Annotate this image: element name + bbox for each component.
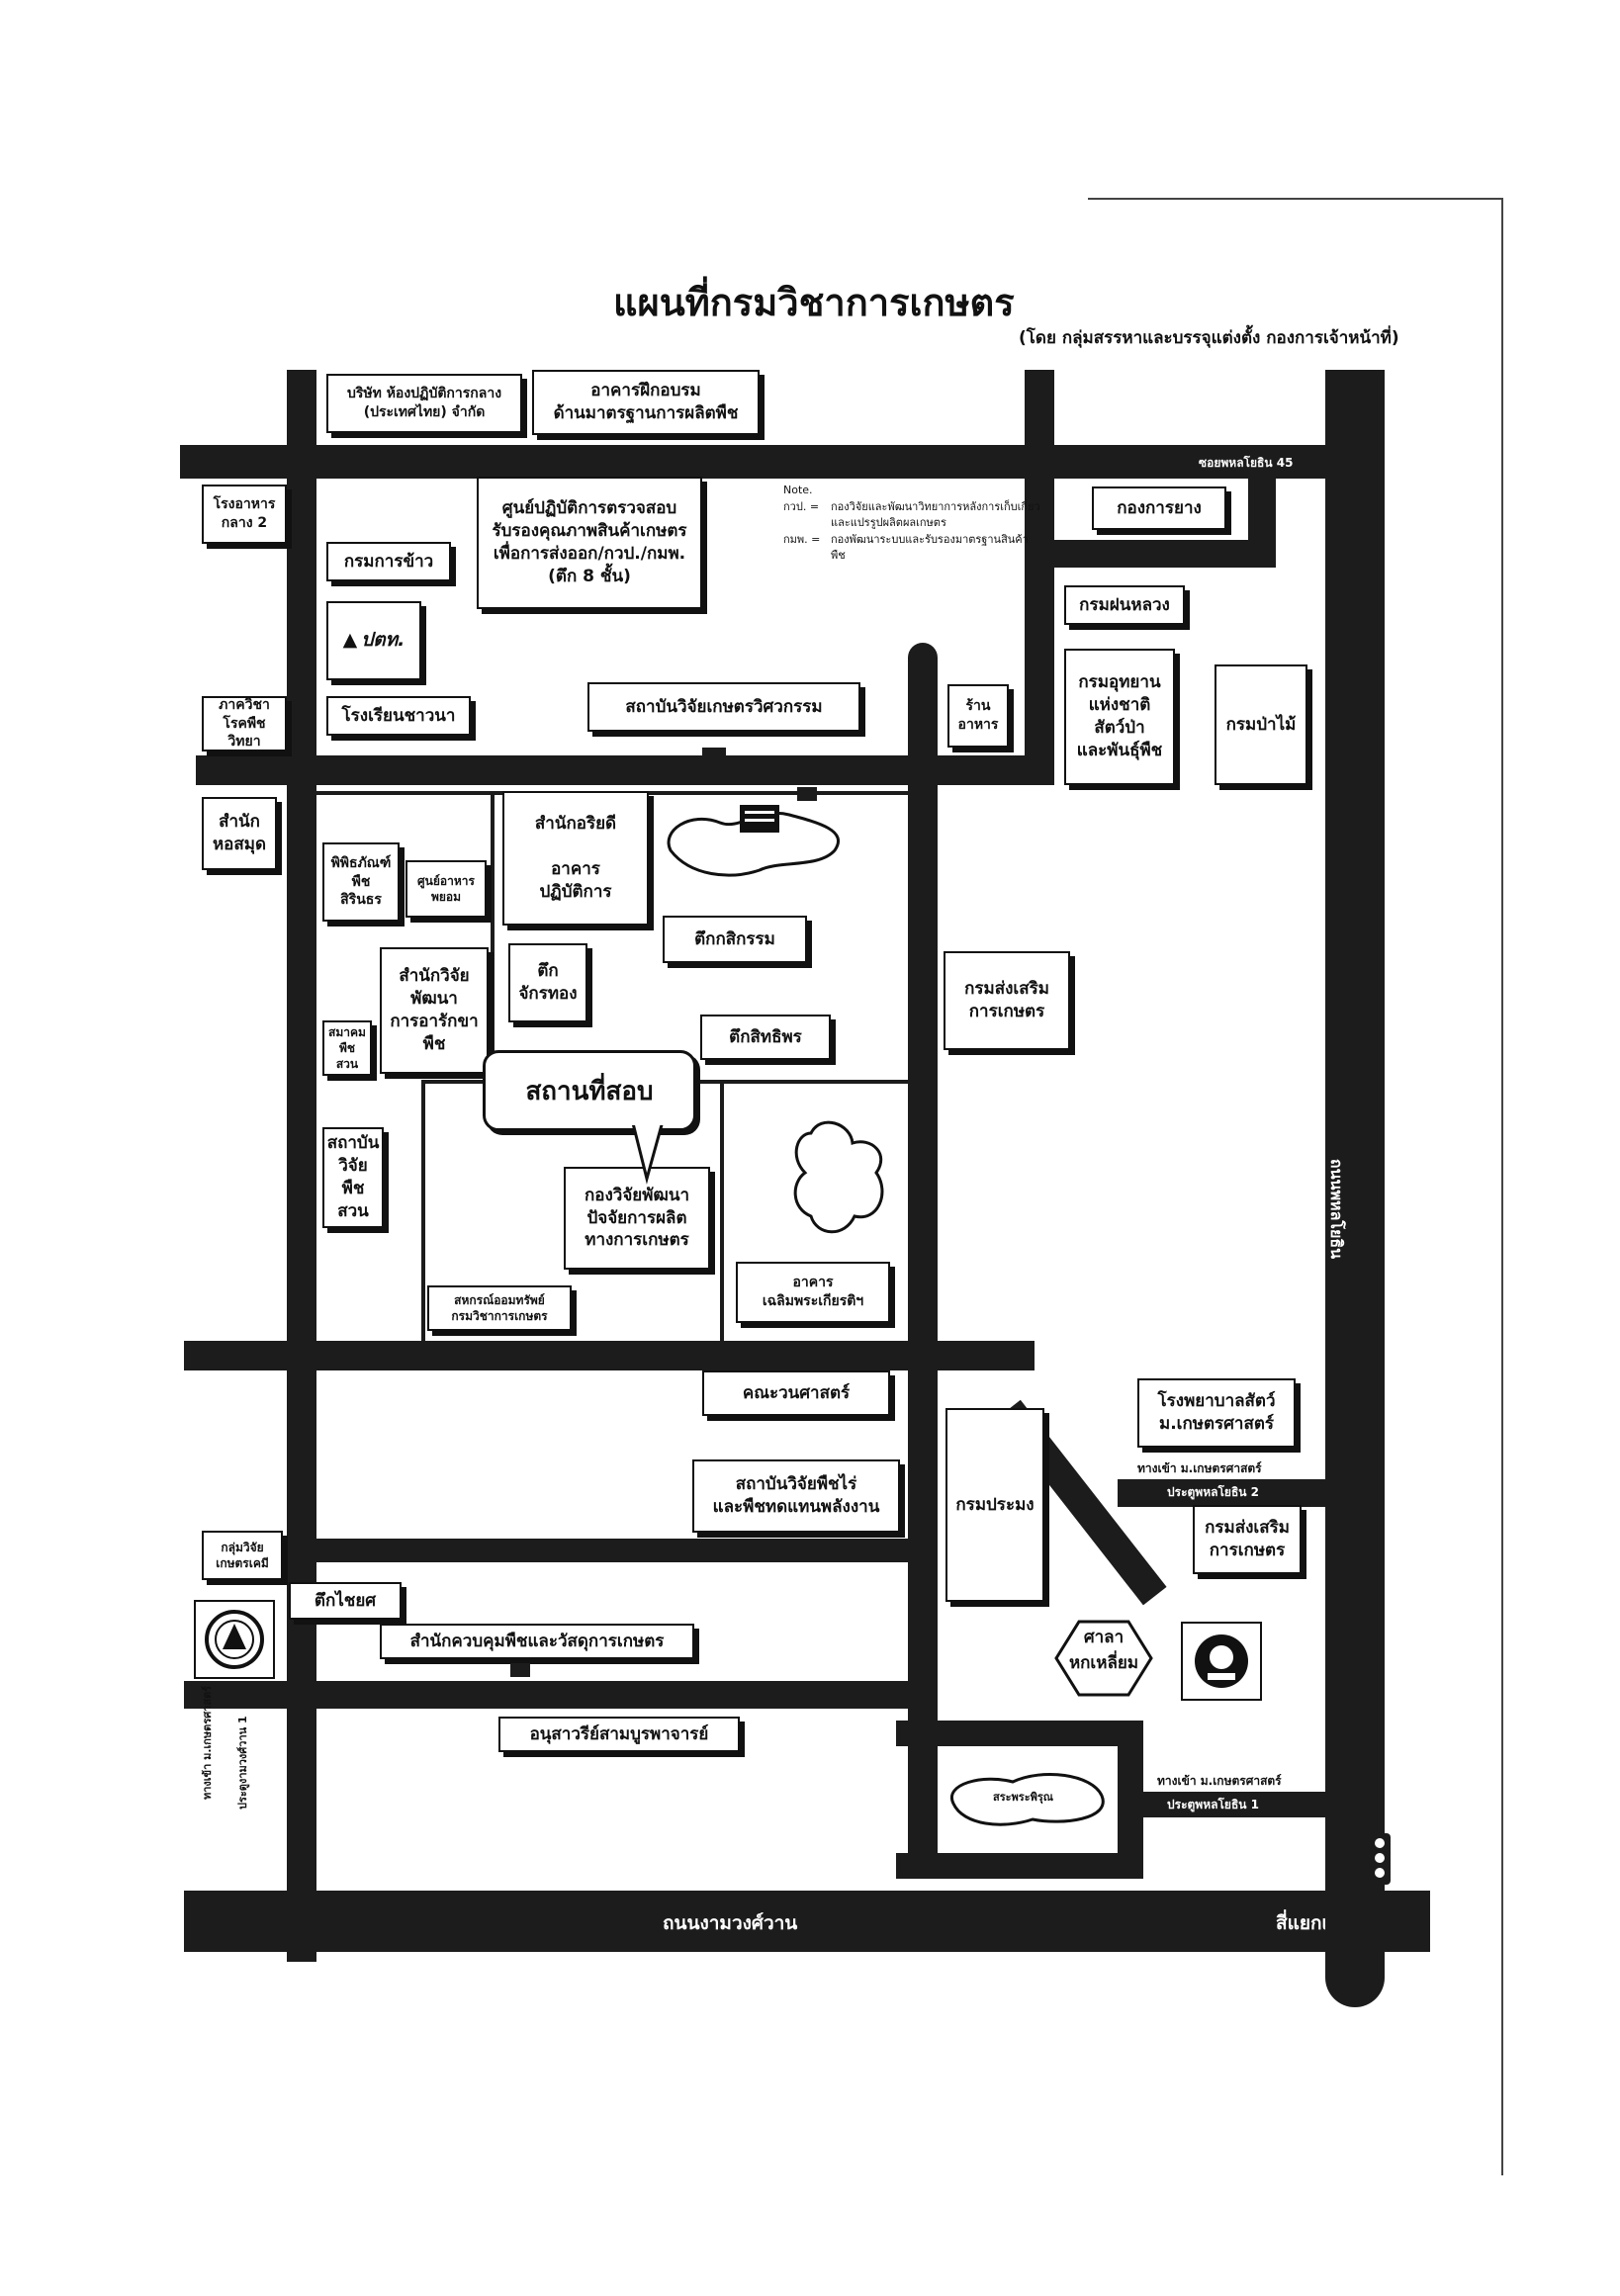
sala-hexagon-icon	[1054, 1620, 1153, 1697]
building-fisheries: กรมประมง	[945, 1408, 1044, 1602]
pond-lower	[949, 1772, 1105, 1826]
building-farmer-school: โรงเรียนชาวนา	[326, 696, 471, 736]
road-label-ngamwongwan: ถนนงามวงศ์วาน	[663, 1912, 798, 1934]
building-vet-hospital: โรงพยาบาลสัตว์ ม.เกษตรศาสตร์	[1137, 1378, 1296, 1448]
gate-2-label-line1: ทางเข้า ม.เกษตรศาสตร์	[1137, 1461, 1262, 1475]
building-national-park: กรมอุทยาน แห่งชาติ สัตว์ป่า และพันธุ์พืช	[1064, 649, 1175, 785]
road-pond-loop-top	[896, 1721, 1143, 1746]
note-item-2: กมพ. = กองพัฒนาระบบและรับรองมาตรฐานสินค้…	[783, 532, 1040, 565]
block-line-b	[491, 791, 495, 1088]
gate-ngam-label-line2: ประตูงามวงศ์วาน 1	[236, 1716, 249, 1810]
pond-upper	[667, 805, 840, 877]
note-item-2-value: กองพัฒนาระบบและรับรองมาตรฐานสินค้าพืช	[831, 532, 1029, 563]
sala-label: ศาลา หกเหลี่ยม	[1068, 1628, 1139, 1673]
building-plant-control: สำนักควบคุมพืชและวัสดุการเกษตร	[380, 1624, 694, 1659]
building-extension: กรมส่งเสริม การเกษตร	[944, 951, 1070, 1050]
building-rubber: กองการยาง	[1092, 486, 1226, 530]
ptt-logo-text: ปตท.	[361, 629, 405, 652]
building-ptt-logo: ▲ ปตท.	[326, 601, 421, 680]
note-item-1-key: กวป. =	[783, 499, 820, 513]
note-item-2-key: กมพ. =	[783, 532, 821, 546]
building-shop: ร้าน อาหาร	[947, 684, 1009, 748]
gate-ngam-label-line1: ทางเข้า ม.เกษตรศาสตร์	[201, 1685, 214, 1800]
road-middle-horizontal	[184, 1341, 1035, 1370]
note-item-1: กวป. = กองวิจัยและพัฒนาวิทยาการหลังการเก…	[783, 499, 1040, 532]
building-research-office: สำนักวิจัย พัฒนา การอารักขา พืช	[380, 947, 489, 1074]
gate-1-label-line2: ประตูพหลโยธิน 1	[1167, 1798, 1260, 1811]
building-exam-site: กองวิจัยพัฒนา ปัจจัยการผลิต ทางการเกษตร	[564, 1167, 710, 1270]
seal-right-icon	[1195, 1634, 1248, 1688]
building-organic: สำนักอริยดี อาคาร ปฏิบัติการ	[502, 791, 649, 926]
building-training: อาคารฝึกอบรม ด้านมาตรฐานการผลิตพืช	[532, 370, 760, 435]
building-plant-path: ภาควิชา โรคพืชวิทยา	[202, 696, 287, 751]
seal-left	[194, 1600, 275, 1679]
building-inspection: ศูนย์ปฏิบัติการตรวจสอบ รับรองคุณภาพสินค้…	[477, 477, 702, 609]
building-forestry: กรมป่าไม้	[1215, 664, 1307, 785]
building-food-center: ศูนย์อาหาร พยอม	[405, 860, 487, 918]
building-chalerm: อาคาร เฉลิมพระเกียรติฯ	[736, 1262, 890, 1323]
building-central-lab: บริษัท ห้องปฏิบัติการกลาง (ประเทศไทย) จำ…	[326, 374, 522, 433]
road-lower-horizontal-1	[299, 1539, 912, 1562]
gate-2-label-line2: ประตูพหลโยธิน 2	[1167, 1485, 1260, 1499]
gate-1-label-line1: ทางเข้า ม.เกษตรศาสตร์	[1157, 1774, 1282, 1788]
road-label-soi-45: ซอยพหลโยธิน 45	[1199, 456, 1294, 470]
road-pond-loop-bottom	[896, 1853, 1143, 1879]
building-chaiyos: ตึกไชยศ	[289, 1582, 402, 1620]
road-middle-vertical	[908, 643, 938, 1869]
gate-marker-2	[797, 787, 817, 801]
road-loop-top	[1038, 540, 1276, 568]
pond-middle	[793, 1120, 884, 1234]
building-chem-group: กลุ่มวิจัย เกษตรเคมี	[202, 1531, 283, 1580]
building-forestry-faculty: คณะวนศาสตร์	[702, 1370, 890, 1416]
building-savings-coop: สหกรณ์ออมทรัพย์ กรมวิชาการเกษตร	[427, 1285, 572, 1331]
road-ngamwongwan	[184, 1891, 1430, 1952]
road-phahon	[1325, 370, 1385, 1918]
road-left-vertical	[287, 370, 316, 1962]
frame-line-right	[1501, 198, 1503, 2175]
flame-icon: ▲	[342, 629, 358, 652]
note-item-1-value: กองวิจัยและพัฒนาวิทยาการหลังการเก็บเกี่ย…	[831, 499, 1040, 530]
map-title: แผนที่กรมวิชาการเกษตร	[613, 281, 1015, 324]
gate-marker-3	[510, 1663, 530, 1677]
road-gate-2	[1118, 1479, 1335, 1507]
pond-lower-label: สระพระพิรุณ	[993, 1791, 1053, 1804]
road-lower-horizontal-2	[184, 1681, 928, 1709]
traffic-light-icon	[1369, 1833, 1391, 1885]
block-line-d	[421, 1080, 425, 1341]
building-monument: อนุสาวรีย์สามบูรพาจารย์	[498, 1717, 740, 1752]
frame-line-top	[1088, 198, 1503, 200]
building-canteen-2: โรงอาหาร กลาง 2	[202, 485, 287, 544]
building-chakrathong: ตึก จักรทอง	[508, 943, 587, 1022]
seal-left-icon	[205, 1610, 264, 1669]
callout-tail-icon	[601, 1117, 665, 1185]
block-line-e	[720, 1080, 724, 1341]
road-phahon-bottom	[1325, 1918, 1385, 2007]
map-subtitle: (โดย กลุ่มสรรหาและบรรจุแต่งตั้ง กองการเจ…	[1019, 328, 1399, 348]
building-kasikam: ตึกกสิกรรม	[663, 916, 807, 963]
road-label-phahon: ถนนพหลโยธิน	[1327, 1158, 1347, 1260]
building-museum: พิพิธภัณฑ์ พืช สิรินธร	[322, 842, 400, 922]
building-sitthiporn: ตึกสิทธิพร	[700, 1015, 831, 1060]
building-rice-dept: กรมการข้าว	[326, 542, 451, 581]
seal-right	[1181, 1622, 1262, 1701]
building-extension-2: กรมส่งเสริม การเกษตร	[1193, 1505, 1302, 1574]
building-horticulture-assoc: สมาคม พืชสวน	[322, 1020, 372, 1076]
building-field-crops: สถาบันวิจัยพืชไร่ และพืชทดแทนพลังงาน	[692, 1459, 900, 1533]
road-loop-right	[1248, 479, 1276, 568]
building-horticulture-inst: สถาบัน วิจัย พืชสวน	[322, 1127, 384, 1228]
building-eng-institute: สถาบันวิจัยเกษตรวิศวกรรม	[587, 682, 860, 732]
building-royal-rain: กรมฝนหลวง	[1064, 585, 1185, 625]
road-gate-1	[1137, 1792, 1335, 1817]
map-note: Note. กวป. = กองวิจัยและพัฒนาวิทยาการหลั…	[783, 483, 1040, 565]
road-soi-45	[180, 445, 1377, 479]
gate-marker-1	[702, 748, 726, 759]
building-library: สำนัก หอสมุด	[202, 797, 277, 870]
note-heading: Note.	[783, 484, 813, 496]
road-upper-right-vertical	[1025, 370, 1054, 785]
